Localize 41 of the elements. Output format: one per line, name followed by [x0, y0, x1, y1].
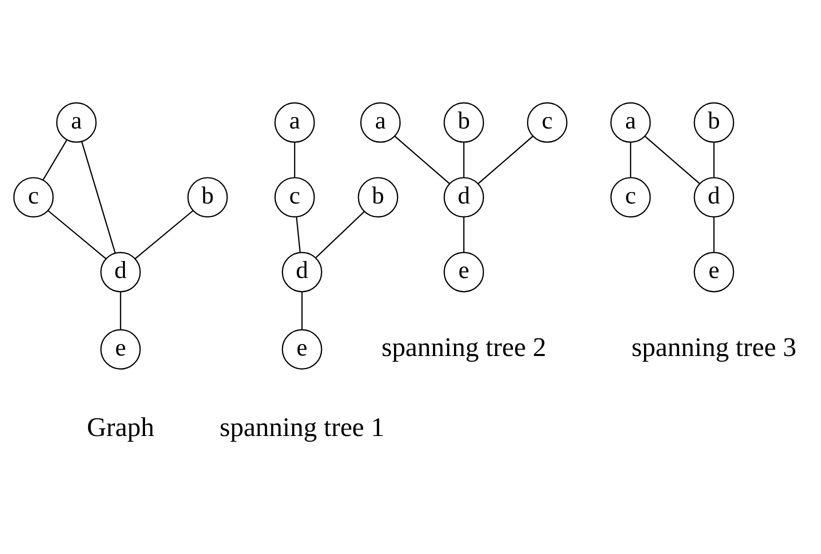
connector [463, 142, 464, 178]
node-circle: a [360, 102, 401, 143]
node-circle: a [56, 102, 97, 143]
node-circle: a [274, 102, 315, 143]
node-circle: c [610, 177, 651, 218]
connector [48, 210, 106, 260]
connector [478, 136, 534, 184]
node-circle: b [444, 102, 484, 143]
node-circle: a [610, 102, 651, 143]
node-circle: b [187, 177, 228, 218]
connector [713, 142, 715, 178]
connector [394, 136, 450, 184]
connector [81, 142, 116, 254]
node-circle: e [100, 329, 141, 370]
label: Graph [86, 412, 154, 442]
connector [294, 142, 296, 178]
node-circle: c [13, 177, 54, 218]
node-circle: d [694, 177, 734, 218]
label: spanning tree 3 [632, 332, 796, 362]
connector [134, 210, 194, 260]
connector [42, 139, 68, 180]
node-circle: c [526, 102, 568, 143]
node-circle: d [444, 177, 484, 218]
connector [296, 217, 301, 253]
connector [301, 292, 303, 330]
node-circle: c [274, 177, 315, 218]
label: spanning tree 1 [220, 412, 384, 442]
connector [463, 217, 464, 252]
node-circle: b [694, 102, 734, 143]
node-circle: d [100, 252, 141, 292]
node-circle: e [444, 252, 484, 292]
node-circle: e [282, 329, 322, 370]
connector [316, 211, 365, 258]
connector [713, 217, 715, 252]
connector [644, 136, 700, 184]
connector [630, 142, 632, 178]
node-circle: b [358, 177, 398, 218]
node-circle: e [694, 252, 734, 292]
connector [120, 292, 122, 330]
node-circle: d [282, 252, 322, 292]
label: spanning tree 2 [381, 332, 546, 362]
